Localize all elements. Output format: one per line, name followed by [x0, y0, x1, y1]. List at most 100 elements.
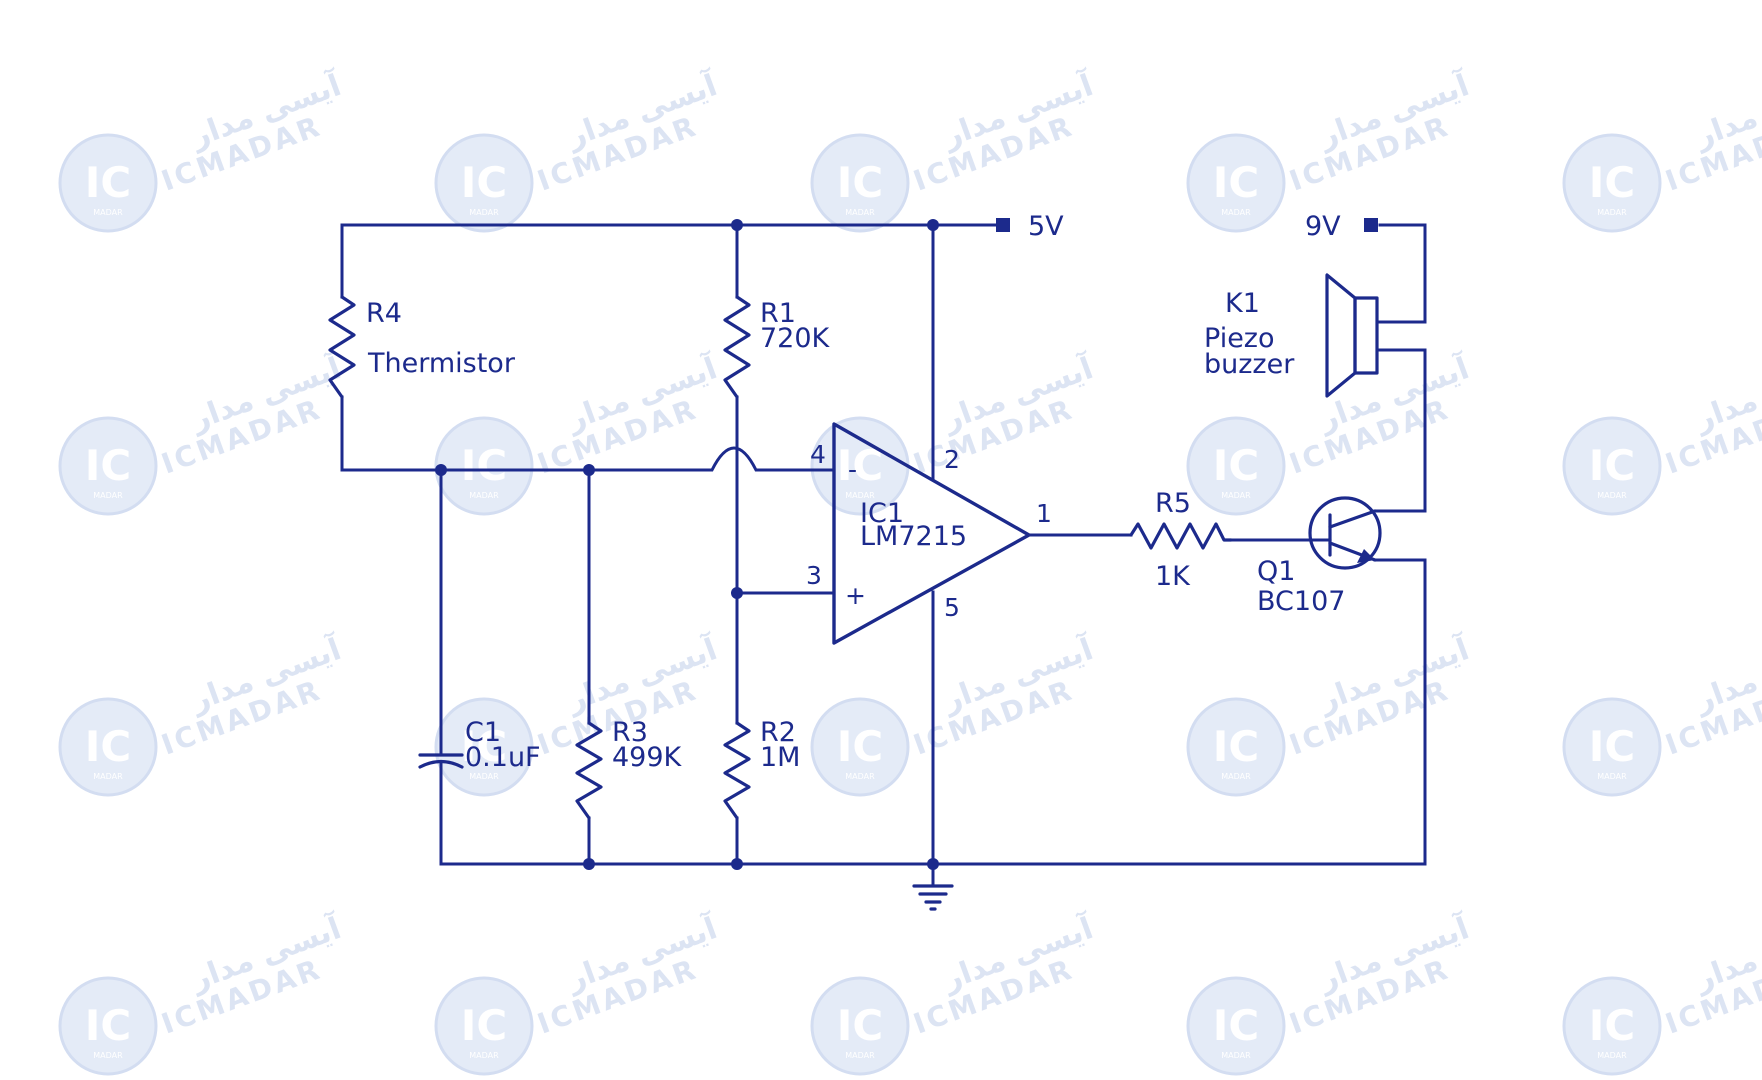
- resistor-r1: [723, 295, 751, 399]
- junction-dot: [583, 464, 595, 476]
- svg-text:MADAR: MADAR: [1221, 491, 1251, 500]
- watermark-logo-icon: [1562, 416, 1662, 516]
- svg-text:IC: IC: [1589, 1001, 1635, 1050]
- junction-dot: [731, 219, 743, 231]
- watermark-logo-icon: [810, 697, 910, 797]
- ground-icon: [912, 884, 954, 911]
- watermark-logo-icon: [434, 976, 534, 1076]
- watermark-logo-icon: [58, 976, 158, 1076]
- watermark-logo-icon: [434, 133, 534, 233]
- svg-text:IC: IC: [85, 1001, 131, 1050]
- svg-text:IC: IC: [1589, 158, 1635, 207]
- svg-text:MADAR: MADAR: [469, 1051, 499, 1060]
- svg-text:IC: IC: [461, 441, 507, 490]
- svg-text:MADAR: MADAR: [1597, 208, 1627, 217]
- watermark-logo-icon: [58, 416, 158, 516]
- ic1-plus-sign: +: [845, 581, 866, 610]
- wire-r4-bottom-to-pin4: [340, 446, 836, 472]
- r3-ref: R3: [612, 717, 648, 748]
- svg-text:MADAR: MADAR: [845, 772, 875, 781]
- watermark-logo-icon: [1186, 133, 1286, 233]
- resistor-r3: [575, 721, 603, 820]
- junction-dot: [731, 587, 743, 599]
- resistor-r5: [1129, 522, 1233, 550]
- q1-ref: Q1: [1257, 556, 1295, 587]
- svg-text:MADAR: MADAR: [1221, 208, 1251, 217]
- r4-value: Thermistor: [367, 348, 516, 379]
- svg-text:MADAR: MADAR: [93, 208, 123, 217]
- r1-value: 720K: [760, 323, 831, 354]
- svg-text:MADAR: MADAR: [93, 491, 123, 500]
- svg-text:MADAR: MADAR: [93, 1051, 123, 1060]
- svg-text:MADAR: MADAR: [845, 208, 875, 217]
- svg-text:MADAR: MADAR: [469, 772, 499, 781]
- svg-text:MADAR: MADAR: [1597, 491, 1627, 500]
- pin-1-label: 1: [1036, 499, 1052, 528]
- watermark-logo-icon: [434, 416, 534, 516]
- junctions: [435, 219, 939, 870]
- svg-text:MADAR: MADAR: [845, 491, 875, 500]
- watermark-logo-icon: [810, 133, 910, 233]
- k1-line2: buzzer: [1204, 349, 1295, 380]
- svg-text:IC: IC: [837, 158, 883, 207]
- svg-text:IC: IC: [1589, 441, 1635, 490]
- svg-text:IC: IC: [1213, 722, 1259, 771]
- svg-text:IC: IC: [85, 441, 131, 490]
- svg-text:IC: IC: [85, 158, 131, 207]
- wire-9v: [1376, 223, 1427, 324]
- r3-value: 499K: [612, 742, 683, 773]
- svg-text:MADAR: MADAR: [469, 208, 499, 217]
- k1-line1: Piezo: [1204, 323, 1275, 354]
- svg-text:IC: IC: [837, 722, 883, 771]
- c1-ref: C1: [465, 717, 501, 748]
- pin-5-label: 5: [944, 593, 960, 622]
- svg-text:IC: IC: [837, 1001, 883, 1050]
- watermark-logo-icon: [810, 976, 910, 1076]
- resistor-r4: [328, 295, 356, 399]
- svg-text:IC: IC: [1213, 158, 1259, 207]
- r4-ref: R4: [366, 298, 402, 329]
- svg-text:MADAR: MADAR: [1597, 1051, 1627, 1060]
- watermark-logo-icon: [58, 133, 158, 233]
- svg-text:IC: IC: [461, 722, 507, 771]
- svg-text:MADAR: MADAR: [93, 772, 123, 781]
- svg-text:MADAR: MADAR: [469, 491, 499, 500]
- capacitor-c1-plate-bottom: [418, 759, 464, 769]
- watermark-logo-icon: [1186, 976, 1286, 1076]
- svg-text:IC: IC: [461, 158, 507, 207]
- pin-2-label: 2: [944, 445, 960, 474]
- wire-output: [1027, 533, 1332, 542]
- watermark-logo-icon: [1562, 697, 1662, 797]
- label-9v: 9V: [1305, 211, 1341, 242]
- junction-dot: [927, 219, 939, 231]
- watermark-logo-icon: [434, 697, 534, 797]
- r2-ref: R2: [760, 717, 796, 748]
- pin-4-label: 4: [810, 440, 826, 469]
- r1-ref: R1: [760, 298, 796, 329]
- transistor-q1: [1308, 496, 1382, 570]
- svg-text:IC: IC: [1213, 1001, 1259, 1050]
- junction-dot: [927, 858, 939, 870]
- opamp-ic1: [832, 422, 1031, 645]
- piezo-buzzer-k1: [1325, 273, 1379, 398]
- terminal-5v: [996, 218, 1010, 232]
- pin-3-label: 3: [806, 561, 822, 590]
- terminal-9v: [1364, 218, 1378, 232]
- r5-ref: R5: [1155, 488, 1191, 519]
- ic1-ref: IC1: [860, 498, 904, 529]
- r5-value: 1K: [1155, 561, 1191, 592]
- watermark-logo-icon: [58, 697, 158, 797]
- ic1-value: LM7215: [860, 521, 967, 552]
- resistor-r2: [723, 721, 751, 820]
